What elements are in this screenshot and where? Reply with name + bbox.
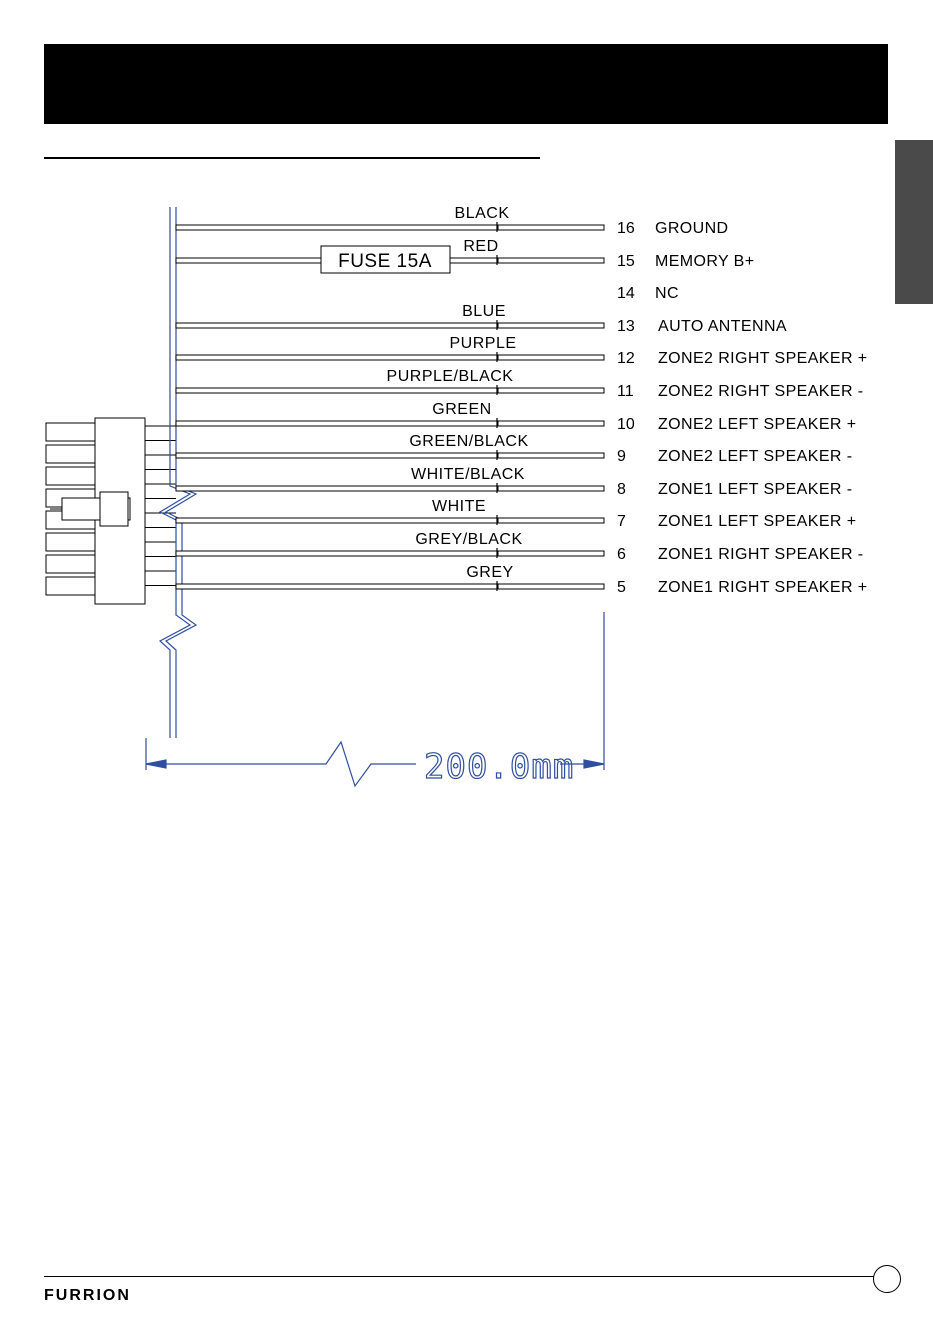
pin-row: WHITE/BLACK 8 ZONE1 LEFT SPEAKER -	[175, 466, 852, 498]
pin-function: ZONE2 LEFT SPEAKER -	[658, 448, 852, 465]
pin-row: WHITE 7 ZONE1 LEFT SPEAKER +	[175, 498, 856, 530]
connector-cavity	[45, 576, 96, 596]
pin-row: BLACK 16 GROUND	[175, 205, 729, 237]
connector-cavity	[45, 466, 96, 486]
pin-function: ZONE1 RIGHT SPEAKER -	[658, 546, 863, 563]
fuse-box: FUSE 15A	[320, 245, 451, 274]
pin-number: 10	[617, 416, 635, 433]
wire-segment	[497, 517, 605, 524]
harness-connector	[45, 417, 176, 605]
pin-function: ZONE2 LEFT SPEAKER +	[658, 416, 856, 433]
pin-row: GREY/BLACK 6 ZONE1 RIGHT SPEAKER -	[175, 531, 863, 563]
wire-color-label: PURPLE/BLACK	[387, 368, 514, 385]
pin-row: BLUE 13 AUTO ANTENNA	[175, 303, 787, 335]
wire-color-label: GREY	[466, 564, 513, 581]
pin-row: PURPLE 12 ZONE2 RIGHT SPEAKER +	[175, 335, 868, 367]
wire-segment	[497, 550, 605, 557]
pin-number: 11	[617, 383, 634, 400]
wire-segment	[175, 550, 499, 557]
pin-number: 8	[617, 481, 626, 498]
pin-function: ZONE2 RIGHT SPEAKER -	[658, 383, 863, 400]
pin-row: GREY 5 ZONE1 RIGHT SPEAKER +	[175, 564, 868, 596]
wire-segment	[175, 387, 499, 394]
wire-segment	[449, 257, 499, 264]
pin-number: 14	[617, 285, 635, 302]
wire-segment	[497, 452, 605, 459]
footer-rule	[44, 1276, 874, 1277]
pin-row: RED 15 MEMORY B+	[175, 238, 754, 270]
fuse-label: FUSE 15A	[338, 251, 432, 272]
pin-number: 6	[617, 546, 626, 563]
page-number-circle	[873, 1265, 901, 1293]
pin-function: GROUND	[655, 220, 729, 237]
wire-segment	[497, 354, 605, 361]
dimension-label: 200.0mm	[424, 747, 574, 787]
pin-row: 14 NC	[617, 285, 679, 302]
pin-number: 5	[617, 579, 626, 596]
pin-number: 9	[617, 448, 626, 465]
connector-cavity	[45, 554, 96, 574]
wire-segment	[175, 224, 499, 231]
pin-row: GREEN 10 ZONE2 LEFT SPEAKER +	[175, 401, 856, 433]
pin-function: ZONE1 RIGHT SPEAKER +	[658, 579, 868, 596]
wire-segment	[175, 354, 499, 361]
pin-function: ZONE1 LEFT SPEAKER -	[658, 481, 852, 498]
wire-segment	[497, 387, 605, 394]
header-bar	[44, 44, 888, 124]
pin-function: NC	[655, 285, 679, 302]
wire-segment	[497, 485, 605, 492]
pin-number: 12	[617, 350, 635, 367]
pin-function: MEMORY B+	[655, 253, 754, 270]
wire-color-label: GREEN	[432, 401, 491, 418]
wire-color-label: GREEN/BLACK	[409, 433, 528, 450]
wire-color-label: WHITE	[432, 498, 486, 515]
connector-cavity	[45, 532, 96, 552]
pin-number: 7	[617, 513, 626, 530]
dimension-indicator	[145, 612, 605, 788]
wire-segment	[497, 322, 605, 329]
wire-color-label: BLACK	[455, 205, 510, 222]
wire-segment	[175, 257, 322, 264]
wire-break-lines	[158, 207, 198, 738]
pin-function: ZONE2 RIGHT SPEAKER +	[658, 350, 868, 367]
wire-segment	[175, 452, 499, 459]
language-side-tab	[895, 140, 933, 304]
wire-color-label: GREY/BLACK	[415, 531, 522, 548]
pin-row: GREEN/BLACK 9 ZONE2 LEFT SPEAKER -	[175, 433, 852, 465]
wire-segment	[497, 224, 605, 231]
wire-color-label: BLUE	[462, 303, 506, 320]
pin-function: AUTO ANTENNA	[658, 318, 787, 335]
brand-logo: FURRION	[44, 1287, 131, 1304]
pin-function: ZONE1 LEFT SPEAKER +	[658, 513, 856, 530]
pin-row: PURPLE/BLACK 11 ZONE2 RIGHT SPEAKER -	[175, 368, 863, 400]
section-heading-rule	[44, 157, 540, 159]
connector-cavity	[45, 422, 96, 442]
wire-color-label: RED	[463, 238, 498, 255]
wire-segment	[175, 322, 499, 329]
wire-color-label: PURPLE	[449, 335, 516, 352]
wire-segment	[497, 420, 605, 427]
wire-segment	[175, 485, 499, 492]
wire-segment	[497, 257, 605, 264]
wire-segment	[497, 583, 605, 590]
wire-segment	[175, 517, 499, 524]
pin-number: 13	[617, 318, 635, 335]
wire-segment	[175, 583, 499, 590]
connector-cavity	[45, 444, 96, 464]
pin-number: 16	[617, 220, 635, 237]
wire-color-label: WHITE/BLACK	[411, 466, 525, 483]
pin-number: 15	[617, 253, 635, 270]
wire-segment	[175, 420, 499, 427]
